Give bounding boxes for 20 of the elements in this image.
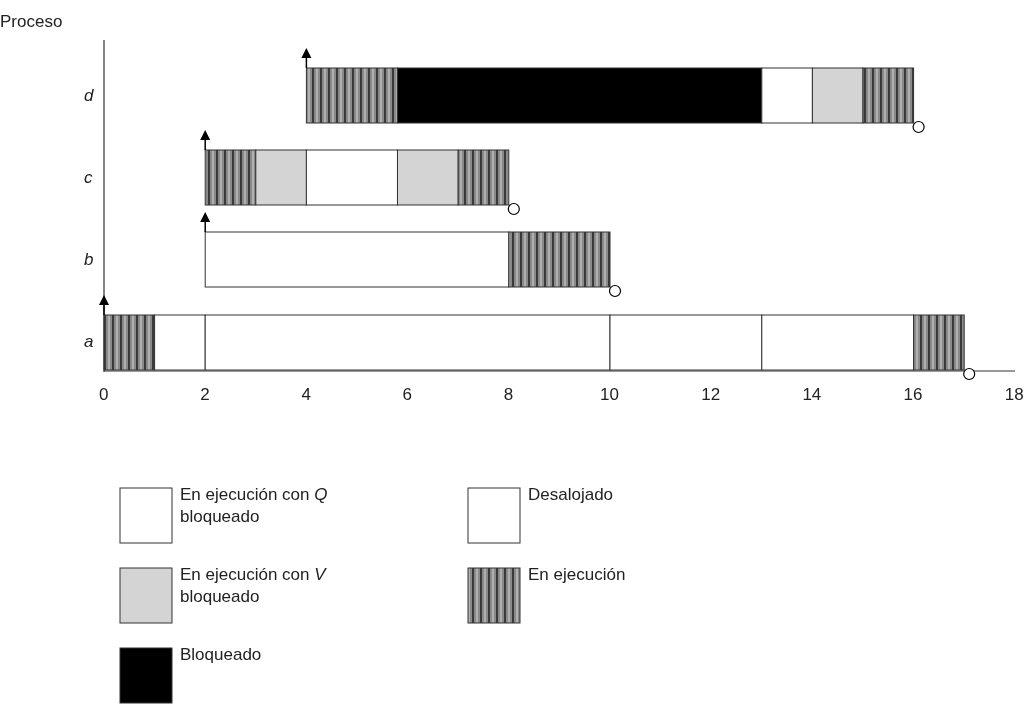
legend-label: En ejecución con Q bloqueado — [180, 484, 329, 528]
legend-label: En ejecución — [528, 564, 627, 586]
tick-label: 0 — [99, 385, 109, 405]
tick-label: 4 — [301, 385, 311, 405]
axis-title: Proceso — [0, 12, 63, 32]
tick-label: 6 — [402, 385, 413, 405]
tick-label: 18 — [1004, 385, 1024, 405]
legend-label: Desalojado — [528, 484, 615, 506]
tick-label: 16 — [903, 385, 923, 405]
tick-label: 10 — [600, 385, 619, 405]
tick-label: 12 — [701, 385, 721, 405]
process-label: a — [84, 332, 94, 352]
tick-label: 2 — [200, 385, 210, 405]
process-label: d — [84, 86, 94, 106]
process-label: c — [84, 168, 93, 188]
tick-label: 8 — [503, 385, 514, 405]
legend-label: En ejecución con V bloqueado — [180, 564, 328, 608]
tick-label: 14 — [802, 385, 822, 405]
legend-label: Bloqueado — [180, 644, 263, 666]
process-label: b — [84, 250, 94, 270]
